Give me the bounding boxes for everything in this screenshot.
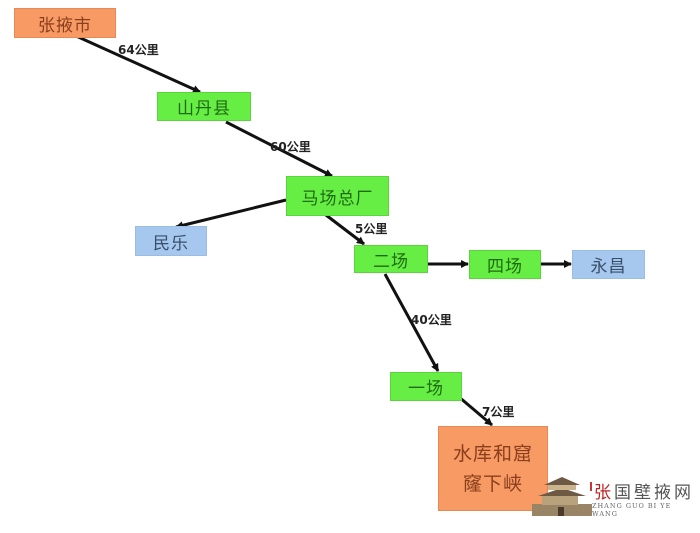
- edge-zhangye-shandan: [64, 29, 201, 94]
- node-label: 一场: [408, 379, 444, 399]
- edge-machang-erchang: [321, 210, 365, 246]
- edge-shandan-machang: [225, 120, 333, 178]
- watermark-title-rest: 国壁掖网: [614, 483, 694, 503]
- edge-label-64km: 64公里: [118, 43, 159, 57]
- watermark-subtitle: ZHANG GUO BI YE WANG: [592, 502, 672, 518]
- node-zhangye: 张掖市: [14, 8, 116, 38]
- node-label-line1: 水库和窟: [452, 442, 533, 465]
- node-label: 二场: [373, 251, 409, 272]
- watermark-title-first: 张: [594, 483, 614, 503]
- node-destination: 水库和窟 窿下峡: [438, 426, 548, 511]
- node-label: 民乐: [153, 233, 189, 254]
- node-label: 四场: [487, 257, 523, 277]
- edge-label-7km: 7公里: [482, 405, 515, 419]
- edge-label-60km: 60公里: [270, 140, 311, 154]
- tower-icon: [532, 477, 592, 516]
- watermark-title: 张国壁掖网: [594, 478, 694, 503]
- node-minle: 民乐: [135, 226, 207, 256]
- watermark: 张国壁掖网 ZHANG GUO BI YE WANG: [532, 474, 700, 522]
- edge-machang-minle: [175, 198, 287, 230]
- node-label: 山丹县: [177, 99, 231, 119]
- edge-label-40km: 40公里: [411, 313, 452, 327]
- node-shandan: 山丹县: [157, 92, 251, 121]
- node-machang: 马场总厂: [286, 176, 389, 216]
- node-label: 张掖市: [38, 15, 92, 36]
- node-erchang: 二场: [354, 245, 428, 273]
- node-label: 马场总厂: [301, 188, 374, 209]
- edge-yichang-destination: [458, 395, 493, 427]
- edge-erchang-yichang: [383, 273, 440, 372]
- node-sichang: 四场: [469, 250, 541, 279]
- node-yichang: 一场: [390, 372, 462, 401]
- edge-label-5km: 5公里: [355, 222, 388, 236]
- node-label-line2: 窿下峡: [462, 472, 523, 495]
- node-label: 永昌: [590, 257, 627, 277]
- node-yongchang: 永昌: [572, 250, 645, 279]
